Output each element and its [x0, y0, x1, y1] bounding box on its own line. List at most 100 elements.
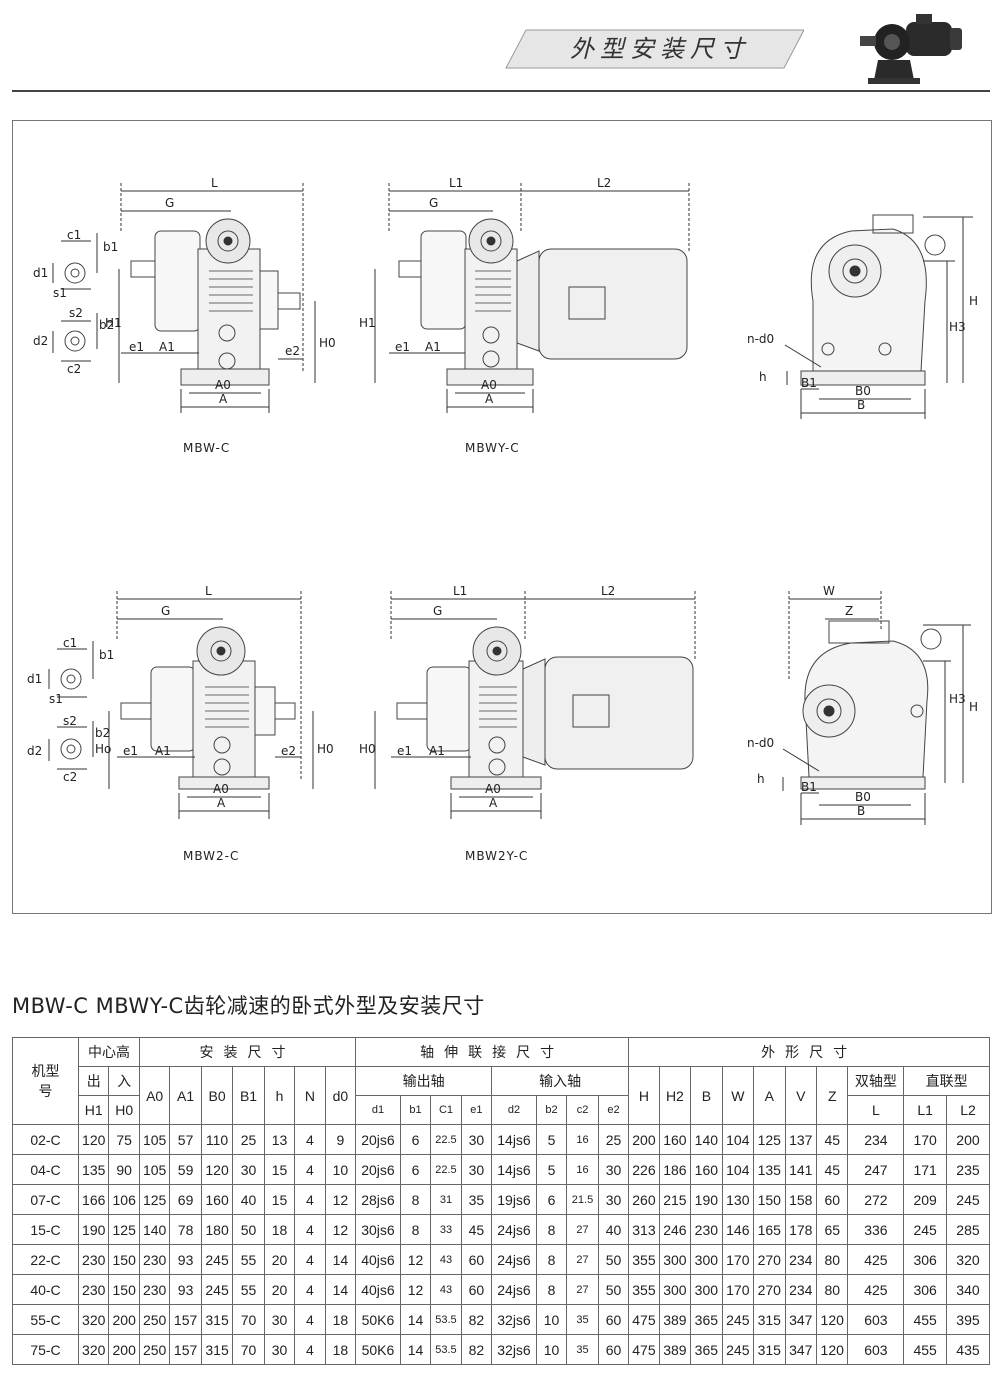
header-B1: B1: [232, 1066, 265, 1125]
table-cell: 25: [232, 1124, 265, 1155]
drawing-caption: MBW2-C: [183, 849, 240, 863]
dimension-table: 机型号 中心高 安装尺寸 轴伸联接尺寸 外形尺寸 出 入 A0 A1 B0 B1…: [12, 1037, 991, 1365]
dim-label: b1: [99, 648, 114, 662]
table-cell: 33: [430, 1214, 462, 1245]
table-cell: 389: [658, 1334, 692, 1365]
table-cell: 157: [169, 1304, 202, 1335]
table-cell: 16: [566, 1124, 599, 1155]
table-cell: 234: [847, 1124, 905, 1155]
table-cell: 475: [628, 1334, 660, 1365]
dim-label: H3: [949, 320, 966, 334]
dim-label: A0: [481, 378, 497, 392]
table-cell: 347: [784, 1304, 818, 1335]
drawing-mbw2-c: [48, 591, 314, 819]
table-cell: 19js6: [491, 1184, 537, 1215]
table-cell: 250: [138, 1334, 171, 1365]
header-e1: e1: [460, 1095, 493, 1125]
table-cell: 24js6: [491, 1244, 537, 1275]
table-cell: 12: [324, 1214, 357, 1245]
table-title: MBW-C MBWY-C齿轮减速的卧式外型及安装尺寸: [12, 994, 485, 1018]
table-cell: 8: [535, 1274, 568, 1305]
header-Z: Z: [815, 1066, 849, 1125]
table-cell: 315: [200, 1304, 234, 1335]
table-cell: 22.5: [430, 1154, 462, 1185]
table-cell: 365: [690, 1304, 723, 1335]
dim-label: d1: [33, 266, 48, 280]
header-A1: A1: [169, 1066, 202, 1125]
table-cell: 125: [138, 1184, 171, 1215]
dim-label: G: [429, 196, 438, 210]
table-cell: 160: [200, 1184, 234, 1215]
table-cell: 315: [753, 1304, 786, 1335]
table-cell: 120: [77, 1124, 110, 1155]
table-cell: 104: [721, 1124, 755, 1155]
table-cell: 50: [232, 1214, 265, 1245]
header-d0: d0: [324, 1066, 357, 1125]
table-cell-model: 04-C: [12, 1154, 79, 1185]
table-cell: 14js6: [491, 1154, 537, 1185]
header-in: 入: [108, 1066, 140, 1096]
table-cell: 24js6: [491, 1214, 537, 1245]
table-cell: 35: [460, 1184, 493, 1215]
table-cell: 140: [138, 1214, 171, 1245]
table-cell: 340: [945, 1274, 991, 1305]
header-W: W: [721, 1066, 755, 1125]
table-cell: 70: [232, 1334, 265, 1365]
dim-label: B1: [801, 780, 817, 794]
drawing-mbw2y-c: [374, 591, 696, 819]
table-cell: 165: [753, 1214, 786, 1245]
table-cell: 24js6: [491, 1274, 537, 1305]
dim-label: e2: [285, 344, 300, 358]
header-c2: c2: [566, 1095, 599, 1125]
dim-label: B0: [855, 790, 871, 804]
table-cell: 365: [690, 1334, 723, 1365]
table-cell: 141: [784, 1154, 818, 1185]
dim-label: A: [489, 796, 498, 810]
table-cell: 190: [77, 1214, 110, 1245]
header-d2: d2: [491, 1095, 537, 1125]
table-cell: 170: [721, 1244, 755, 1275]
table-cell: 270: [753, 1274, 786, 1305]
header-shaft-dims: 轴伸联接尺寸: [355, 1037, 630, 1067]
header-H: H: [628, 1066, 660, 1125]
header-input-shaft: 输入轴: [491, 1066, 630, 1096]
table-cell: 45: [815, 1154, 849, 1185]
table-cell: 306: [903, 1244, 947, 1275]
dim-label: Ho: [95, 742, 111, 756]
table-cell: 82: [460, 1334, 493, 1365]
dim-label: h: [757, 772, 765, 786]
table-cell: 12: [399, 1244, 432, 1275]
table-cell: 200: [945, 1124, 991, 1155]
dim-label: e1: [129, 340, 144, 354]
header-outline-dims: 外形尺寸: [628, 1037, 990, 1067]
dim-label: A1: [429, 744, 445, 758]
dim-label: b2: [99, 318, 114, 332]
table-cell: 125: [753, 1124, 786, 1155]
table-cell: 75: [108, 1124, 140, 1155]
table-cell: 234: [784, 1274, 818, 1305]
table-cell: 4: [294, 1274, 326, 1305]
header-direct: 直联型: [903, 1066, 990, 1096]
dim-label: e1: [123, 744, 138, 758]
table-cell: 158: [784, 1184, 818, 1215]
dim-label: b1: [103, 240, 118, 254]
table-cell-model: 40-C: [12, 1274, 79, 1305]
table-cell: 180: [200, 1214, 234, 1245]
table-cell-model: 55-C: [12, 1304, 79, 1335]
table-cell-model: 22-C: [12, 1244, 79, 1275]
table-cell: 4: [294, 1154, 326, 1185]
table-cell: 80: [815, 1244, 849, 1275]
dim-label: Z: [845, 604, 853, 618]
table-cell: 22.5: [430, 1124, 462, 1155]
drawing-caption: MBW2Y-C: [465, 849, 529, 863]
table-cell: 355: [628, 1244, 660, 1275]
dim-label: h: [759, 370, 767, 384]
table-cell: 285: [945, 1214, 991, 1245]
table-cell: 120: [815, 1334, 849, 1365]
table-cell: 246: [658, 1214, 692, 1245]
dim-label: H0: [359, 742, 376, 756]
dim-label: c2: [63, 770, 77, 784]
table-cell: 45: [460, 1214, 493, 1245]
